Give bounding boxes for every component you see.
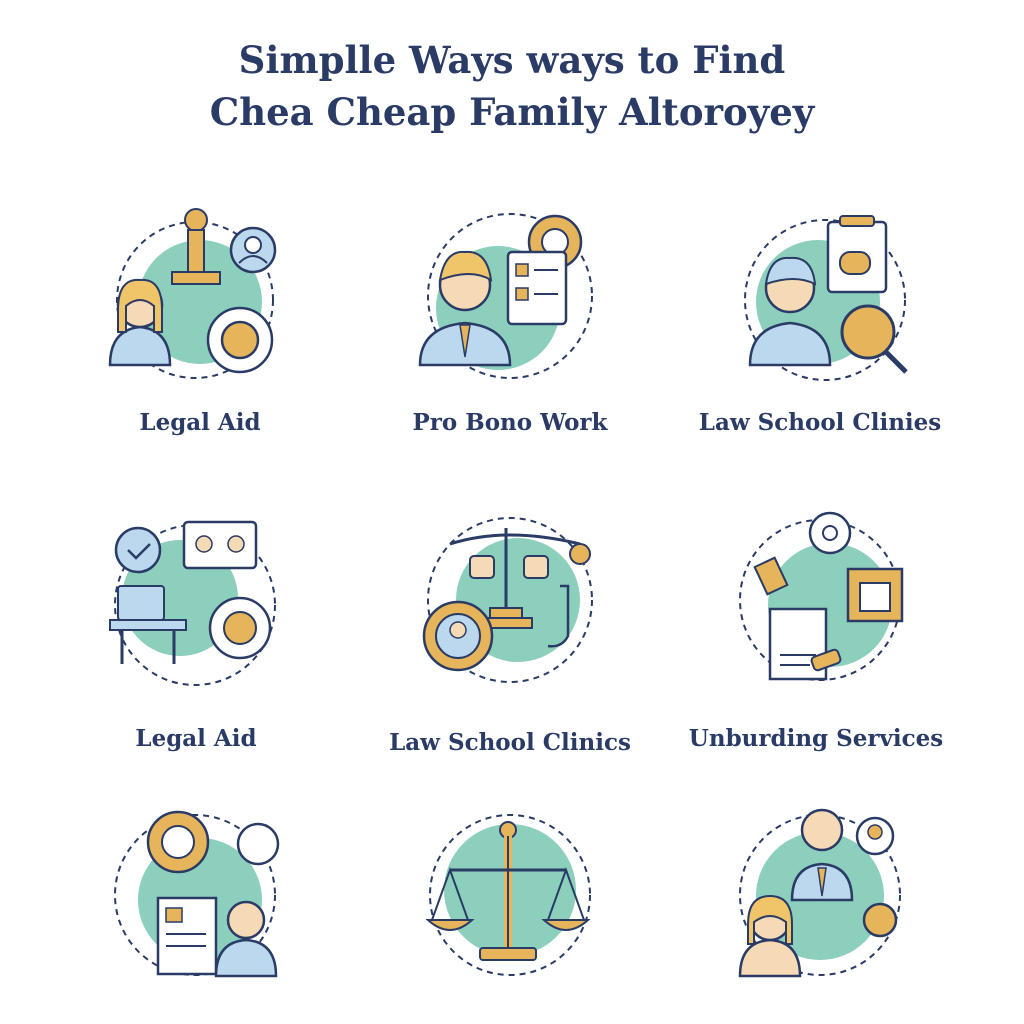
item-label-5: Law School Clinics [389,729,631,756]
item-label-6: Unburding Services [688,725,944,752]
item-label-1: Legal Aid [139,409,261,436]
pro-bono-icon [410,200,610,390]
law-school-icon [730,200,930,390]
balance-scale-icon [410,800,610,990]
documents-gear-icon [100,800,300,990]
page-title: Simplle Ways ways to Find Chea Cheap Fam… [0,34,1024,138]
item-label-4: Legal Aid [135,725,257,752]
scales-justice-icon [410,510,610,700]
item-label-2: Pro Bono Work [412,409,608,436]
item-label-3: Law School Clinies [698,409,942,436]
family-consult-icon [730,800,930,990]
legal-aid-icon [100,200,300,390]
unbundled-services-icon [730,505,930,695]
title-line-1: Simplle Ways ways to Find [238,38,786,82]
online-consult-icon [100,510,300,700]
title-line-2: Chea Cheap Family Altoroyey [209,90,815,134]
